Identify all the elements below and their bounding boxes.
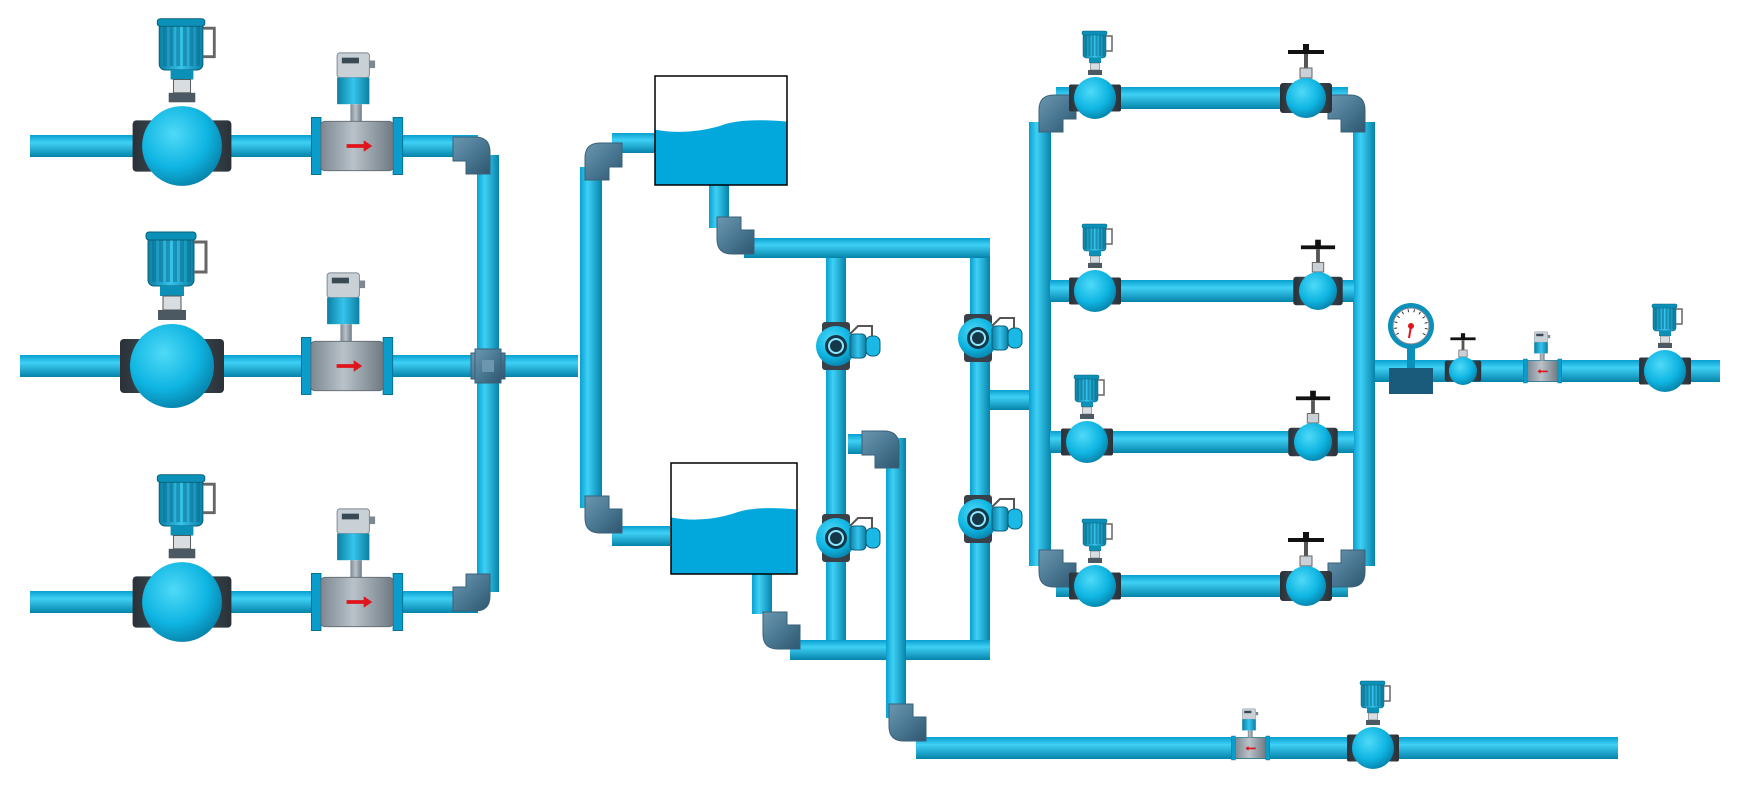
flow-direction-arrow-icon (1537, 369, 1548, 374)
ball-valve-with-actuator-icon (1069, 30, 1121, 119)
tank-water-level (655, 120, 787, 185)
pipe-segment (1029, 122, 1051, 566)
pipe-segment (744, 238, 990, 258)
pipe-segment (1056, 87, 1348, 109)
flow-direction-arrow-icon (336, 360, 363, 372)
pipe-segment (826, 258, 846, 640)
globe-valve-handwheel-icon (1293, 239, 1343, 310)
water-tank-icon (670, 462, 798, 575)
pipe-elbow-icon (1038, 549, 1077, 588)
pipe-elbow-icon (1327, 549, 1366, 588)
pipe-elbow-icon (762, 611, 801, 650)
electromagnetic-flowmeter-icon (310, 508, 404, 631)
pipe-segment (1050, 431, 1354, 453)
ball-valve-with-actuator-icon (1061, 374, 1113, 463)
tank-water-level (671, 508, 797, 574)
pipe-segment (1353, 122, 1375, 566)
ball-valve-with-actuator-icon (132, 474, 232, 642)
ball-valve-with-actuator-icon (1639, 303, 1691, 392)
pipe-elbow-icon (861, 430, 900, 469)
water-meter-icon (816, 322, 881, 370)
globe-valve-handwheel-icon (1444, 333, 1482, 385)
devices-layer (120, 18, 1691, 769)
electromagnetic-flowmeter-icon (1231, 708, 1271, 761)
pipe-elbow-icon (584, 142, 623, 181)
water-tank-icon (654, 75, 788, 186)
pipe-segment (752, 574, 772, 614)
tanks-layer (654, 75, 798, 575)
flow-direction-arrow-icon (346, 140, 373, 152)
pipe-elbow-icon (1038, 94, 1077, 133)
electromagnetic-flowmeter-icon (310, 52, 404, 175)
water-meter-icon (816, 514, 881, 562)
electromagnetic-flowmeter-icon (300, 272, 394, 395)
ball-valve-with-actuator-icon (120, 231, 224, 408)
pipes-layer (20, 87, 1720, 759)
ball-valve-with-actuator-icon (1069, 518, 1121, 607)
pipe-segment (886, 540, 906, 718)
pipe-segment (580, 167, 602, 508)
pipe-elbow-icon (888, 703, 927, 742)
pipe-elbow-icon (584, 495, 623, 534)
electromagnetic-flowmeter-icon (1523, 331, 1563, 384)
pipe-elbow-icon (716, 216, 755, 255)
pipe-cross-fitting-icon (470, 348, 506, 384)
globe-valve-handwheel-icon (1280, 44, 1332, 118)
ball-valve-with-actuator-icon (1069, 223, 1121, 312)
pipe-segment (612, 133, 656, 153)
water-meter-icon (958, 314, 1023, 362)
pipe-segment (30, 135, 478, 157)
pipe-elbow-icon (452, 573, 491, 612)
pipe-segment (612, 526, 670, 546)
globe-valve-handwheel-icon (1280, 532, 1332, 606)
globe-valve-handwheel-icon (1288, 390, 1338, 461)
pipe-segment (990, 390, 1030, 410)
pipe-segment (1056, 575, 1348, 597)
pressure-gauge-icon (1388, 303, 1434, 394)
flow-direction-arrow-icon (1245, 746, 1256, 751)
ball-valve-with-actuator-icon (1347, 680, 1399, 769)
pipe-elbow-icon (1327, 94, 1366, 133)
elbows-layer (452, 94, 1366, 742)
flow-direction-arrow-icon (346, 596, 373, 608)
ball-valve-with-actuator-icon (132, 18, 232, 186)
water-meter-icon (958, 495, 1023, 543)
pipe-segment (1050, 280, 1354, 302)
pipe-elbow-icon (452, 136, 491, 175)
pipe-segment (30, 591, 478, 613)
